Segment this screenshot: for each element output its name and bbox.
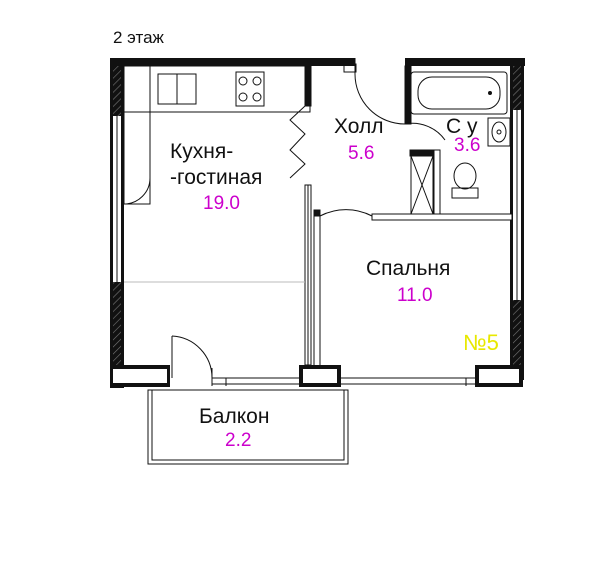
kitchen-name-line1: Кухня- bbox=[170, 140, 234, 163]
kitchen-counter bbox=[123, 65, 311, 205]
sink bbox=[487, 117, 511, 147]
bedroom-name: Спальня bbox=[366, 257, 451, 280]
bathroom-walls bbox=[313, 65, 513, 221]
bottom-walls bbox=[110, 365, 523, 387]
bathroom-niche bbox=[410, 155, 434, 215]
hall-name: Холл bbox=[334, 115, 384, 138]
toilet bbox=[451, 162, 479, 199]
balcony-outline bbox=[147, 389, 349, 465]
balcony-name: Балкон bbox=[199, 405, 270, 428]
balcony-area: 2.2 bbox=[225, 430, 252, 451]
floor-label: 2 этаж bbox=[113, 28, 164, 47]
apartment-number: №5 bbox=[463, 330, 499, 355]
bathroom-name: С у bbox=[446, 115, 478, 138]
kitchen-name-line2: -гостиная bbox=[170, 166, 263, 189]
top-wall-left bbox=[110, 58, 355, 66]
hall-area: 5.6 bbox=[348, 143, 375, 164]
bathroom-area: 3.6 bbox=[454, 135, 481, 156]
kitchen-hall-partition bbox=[289, 65, 312, 366]
bedroom-area: 11.0 bbox=[397, 285, 433, 306]
balcony-door bbox=[171, 335, 213, 379]
kitchen-area: 19.0 bbox=[203, 193, 240, 214]
wall-hatch bbox=[113, 66, 521, 372]
windows bbox=[211, 368, 475, 386]
top-wall-right bbox=[405, 58, 525, 66]
bedroom-partition bbox=[313, 209, 373, 365]
bathtub bbox=[410, 71, 508, 115]
